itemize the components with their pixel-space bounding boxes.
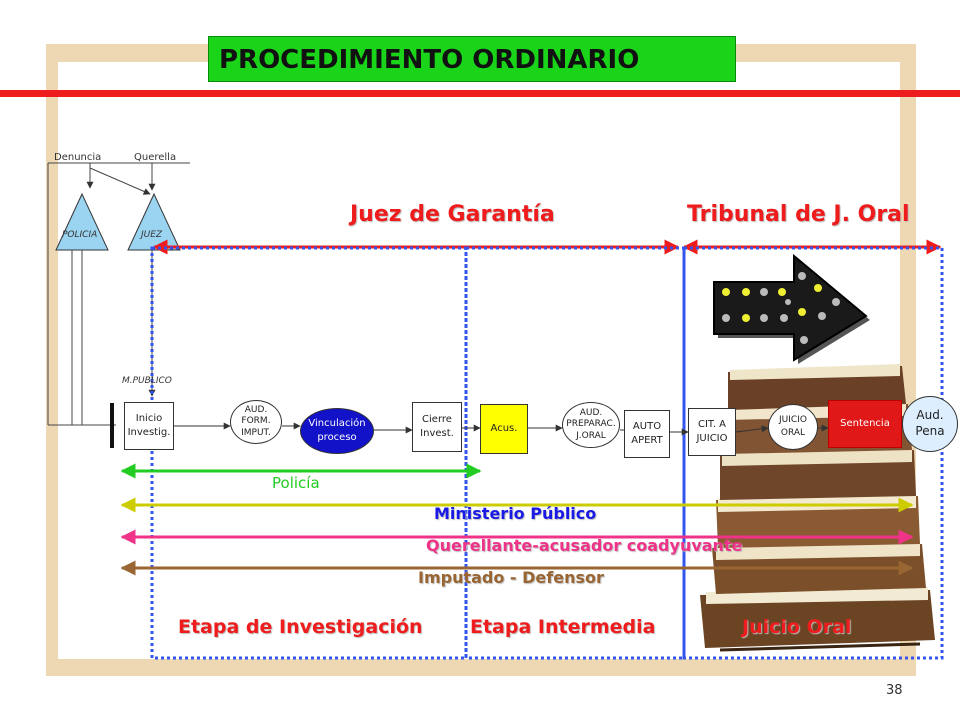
step-sentencia: Sentencia	[828, 400, 902, 448]
denuncia-label: Denuncia	[54, 152, 102, 163]
step-acus: Acus.	[480, 404, 528, 454]
step-vinculacion-proceso: Vinculación proceso	[300, 408, 374, 454]
stage-box-investigacion	[150, 246, 468, 660]
step-auto-apert: AUTO APERT	[624, 410, 670, 458]
slide-frame-gap	[58, 62, 110, 659]
step-aud-preparac: AUD. PREPARAC. J.ORAL	[562, 402, 620, 448]
step-connectors	[174, 422, 829, 436]
arrow-illustration	[713, 253, 870, 364]
step-cit-juicio: CIT. A JUICIO	[688, 408, 736, 456]
actor-mp-label: Ministerio Público	[434, 504, 597, 523]
juez-garantia-label: Juez de Garantía	[350, 202, 555, 227]
policia-node-label: POLICIA	[62, 230, 98, 240]
actor-policia-label: Policía	[272, 474, 320, 492]
step-inicio-investig: Inicio Investig.	[124, 402, 174, 450]
page-title: PROCEDIMIENTO ORDINARIO	[208, 36, 736, 82]
mpublico-label: M.PUBLICO	[122, 376, 172, 386]
stage-intermedia-label: Etapa Intermedia	[470, 616, 656, 638]
step-juicio-oral: JUICIO ORAL	[768, 404, 818, 450]
policia-triangle	[55, 192, 109, 251]
step-aud-form-imput: AUD. FORM. IMPUT.	[230, 400, 282, 444]
juez-node-label: JUEZ	[141, 230, 163, 240]
step-cierre-invest: Cierre Invest.	[412, 402, 462, 452]
querella-label: Querella	[134, 152, 177, 163]
stage-investigacion-label: Etapa de Investigación	[178, 616, 423, 638]
page-number: 38	[886, 683, 903, 698]
actor-imputado-label: Imputado - Defensor	[418, 568, 604, 587]
stage-juicio-label: Juicio Oral	[742, 616, 852, 638]
stage-box-juicio	[682, 246, 944, 660]
actor-querellante-label: Querellante-acusador coadyuvante	[426, 536, 743, 555]
tribunal-oral-label: Tribunal de J. Oral	[687, 202, 910, 227]
juez-triangle	[127, 192, 181, 251]
step-aud-pena: Aud. Pena	[902, 396, 958, 452]
header-red-bar	[0, 90, 960, 97]
